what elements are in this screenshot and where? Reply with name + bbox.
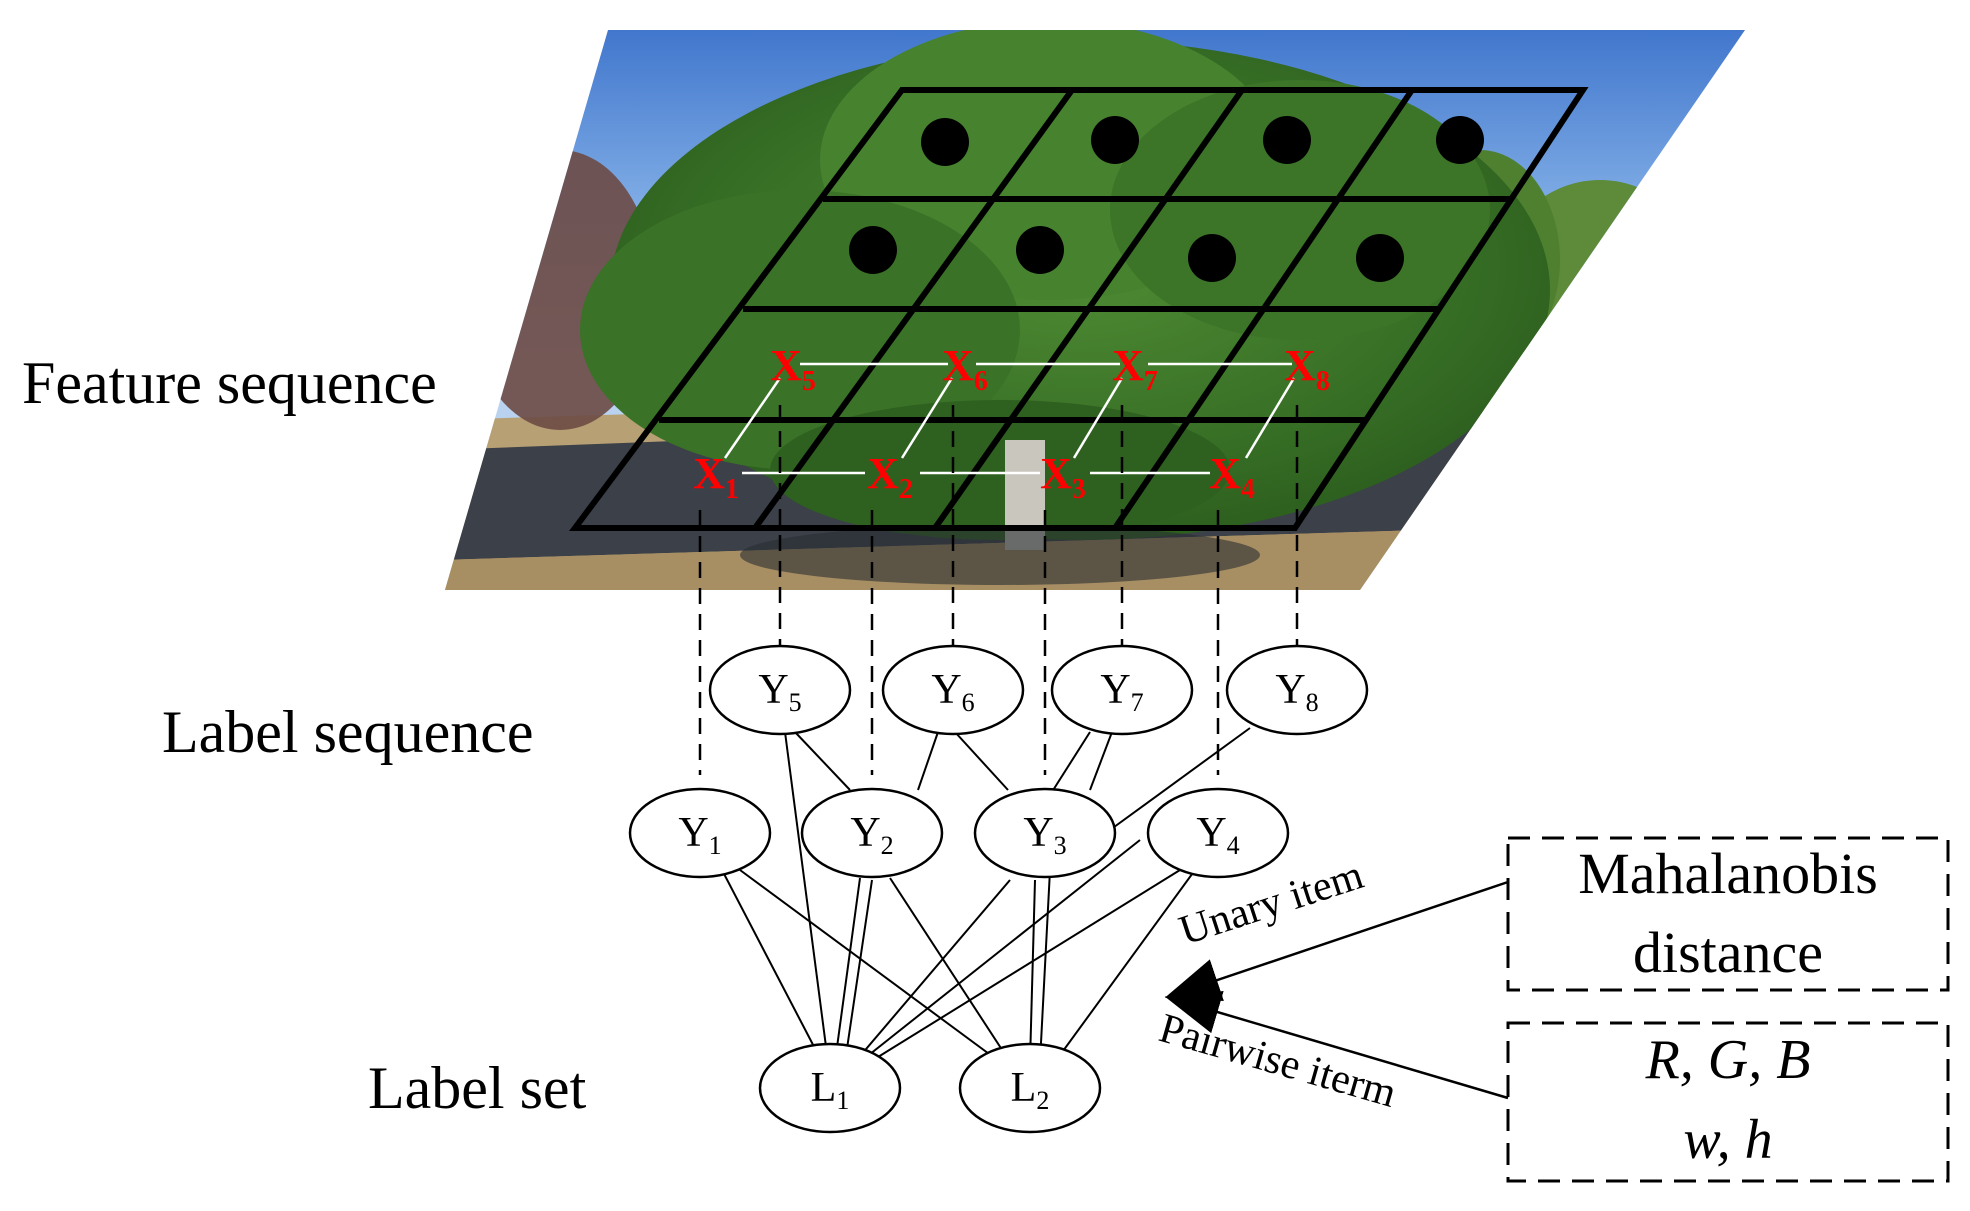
node-y6: Y6 xyxy=(881,644,1025,736)
svg-text:Y5: Y5 xyxy=(758,667,801,717)
pairwise-arrow xyxy=(1164,990,1509,1100)
svg-text:Y3: Y3 xyxy=(1023,810,1066,860)
node-edges xyxy=(721,727,1251,1063)
node-y5: Y5 xyxy=(708,644,852,736)
label-sequence-label: Label sequence xyxy=(162,699,533,765)
pairwise-iterm-label: Pairwise iterm xyxy=(1154,1005,1401,1117)
feature-dot xyxy=(1016,226,1064,274)
feature-label-x3: X3 xyxy=(1040,449,1086,505)
feature-label-x6: X6 xyxy=(942,341,988,397)
svg-text:Y1: Y1 xyxy=(678,810,721,860)
mahalanobis-line2: distance xyxy=(1633,920,1823,985)
svg-text:L2: L2 xyxy=(1011,1065,1050,1115)
feature-labels: X5 X6 X7 X8 X1 X2 X3 X4 xyxy=(693,341,1330,505)
mahalanobis-line1: Mahalanobis xyxy=(1578,841,1878,906)
feature-dot xyxy=(1263,116,1311,164)
node-y4: Y4 xyxy=(1146,787,1290,879)
node-y1: Y1 xyxy=(628,787,772,879)
node-y7: Y7 xyxy=(1050,644,1194,736)
rgb-line: R, G, B xyxy=(1645,1029,1811,1091)
projection-lines xyxy=(698,405,1299,775)
feature-dots xyxy=(849,116,1484,282)
feature-label-x8: X8 xyxy=(1284,341,1330,397)
svg-text:Y8: Y8 xyxy=(1275,667,1318,717)
node-y2: Y2 xyxy=(800,787,944,879)
node-y8: Y8 xyxy=(1225,644,1369,736)
svg-text:Y4: Y4 xyxy=(1196,810,1239,860)
feature-sequence-label: Feature sequence xyxy=(22,350,437,416)
node-l2: L2 xyxy=(958,1042,1102,1134)
mahalanobis-box: Mahalanobis distance xyxy=(1506,836,1950,992)
node-y3: Y3 xyxy=(973,787,1117,879)
feature-dot xyxy=(849,226,897,274)
node-l1: L1 xyxy=(758,1042,902,1134)
unary-arrow xyxy=(1164,880,1509,1002)
feature-dot xyxy=(1436,116,1484,164)
feature-label-x1: X1 xyxy=(693,449,739,505)
feature-dot xyxy=(1188,234,1236,282)
svg-text:Y7: Y7 xyxy=(1100,667,1143,717)
feature-links xyxy=(723,362,1296,475)
label-nodes-mid: Y1 Y2 Y3 Y4 xyxy=(628,787,1290,879)
feature-label-x4: X4 xyxy=(1209,449,1255,505)
feature-dot xyxy=(921,118,969,166)
feature-label-x7: X7 xyxy=(1112,341,1158,397)
feature-label-x2: X2 xyxy=(867,449,913,505)
feature-dot xyxy=(1091,116,1139,164)
feature-label-x5: X5 xyxy=(770,341,816,397)
feature-dot xyxy=(1356,234,1404,282)
rgb-wh-box: R, G, B w, h xyxy=(1506,1021,1950,1183)
svg-text:L1: L1 xyxy=(811,1065,850,1115)
grid-lines xyxy=(569,87,1589,531)
svg-text:Y6: Y6 xyxy=(931,667,974,717)
wh-line: w, h xyxy=(1683,1109,1772,1171)
svg-text:Y2: Y2 xyxy=(850,810,893,860)
label-set-nodes: L1 L2 xyxy=(758,1042,1102,1134)
label-set-label: Label set xyxy=(368,1055,587,1121)
label-nodes-top: Y5 Y6 Y7 Y8 xyxy=(708,644,1369,736)
